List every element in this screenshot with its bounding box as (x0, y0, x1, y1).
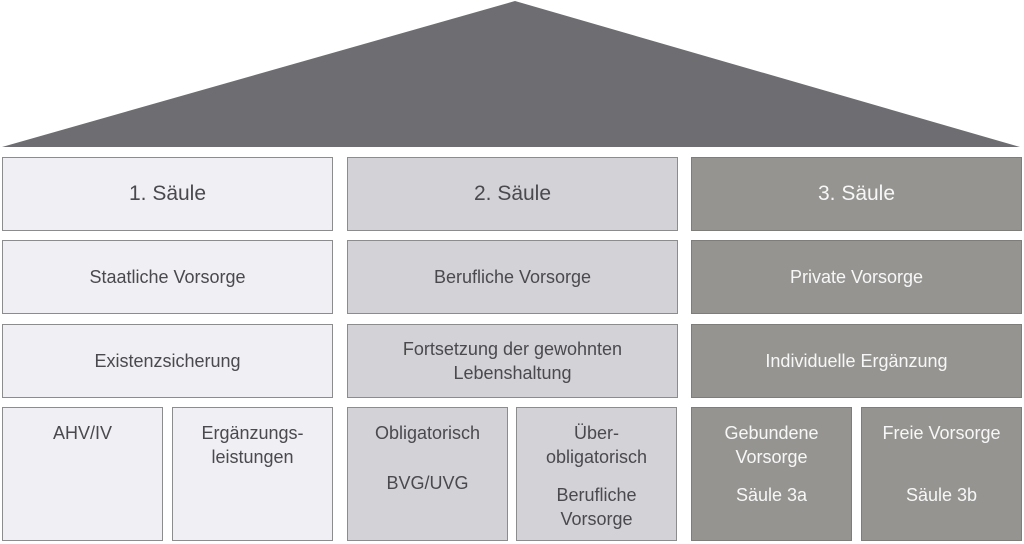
pillar-2-type-box: Berufliche Vorsorge (347, 240, 678, 314)
sub-box-label: Ergänzungs- (201, 423, 304, 443)
pillar-3-title-box: 3. Säule (691, 157, 1022, 231)
sub-box-label: Vorsorge (735, 447, 808, 467)
sub-box-detail: BVG/UVG (386, 473, 469, 493)
gebundene-vorsorge-box: Gebundene Vorsorge Säule 3a (691, 407, 852, 541)
sub-box-label: Freie Vorsorge (882, 423, 1001, 443)
pillar-2-title-box: 2. Säule (347, 157, 678, 231)
pillar-2-purpose-box: Fortsetzung der gewohnten Lebenshaltung (347, 324, 678, 398)
pillar-3-purpose-box: Individuelle Ergänzung (691, 324, 1022, 398)
sub-box-label: Über- (573, 423, 619, 443)
roof (2, 1, 1020, 147)
sub-box-label: Obligatorisch (374, 423, 481, 443)
freie-vorsorge-box: Freie Vorsorge Säule 3b (861, 407, 1022, 541)
sub-box-label: Gebundene (724, 423, 819, 443)
pillar-3-purpose-line: Individuelle Ergänzung (765, 351, 948, 371)
pillar-3-title: 3. Säule (817, 182, 896, 205)
sub-box-detail: Säule 3a (735, 485, 808, 505)
pillar-2-type: Berufliche Vorsorge (433, 267, 592, 287)
roof-triangle (2, 1, 1020, 147)
obligatorisch-box: Obligatorisch BVG/UVG (347, 407, 508, 541)
pillar-1-purpose-line: Existenzsicherung (94, 351, 241, 371)
ueberobligatorisch-box: Über- obligatorisch Berufliche Vorsorge (516, 407, 677, 541)
ahv-iv-box: AHV/IV (2, 407, 163, 541)
pillar-1-type: Staatliche Vorsorge (89, 267, 246, 287)
sub-box-detail: Berufliche (556, 485, 637, 505)
ergaenzungsleistungen-box: Ergänzungs- leistungen (172, 407, 333, 541)
sub-box-label: obligatorisch (545, 447, 648, 467)
pillar-2-title: 2. Säule (473, 182, 552, 205)
pillar-3-type-box: Private Vorsorge (691, 240, 1022, 314)
pillar-1-title-box: 1. Säule (2, 157, 333, 231)
sub-box-detail: Säule 3b (905, 485, 978, 505)
sub-box-label: AHV/IV (52, 423, 113, 443)
pillar-3-type: Private Vorsorge (789, 267, 924, 287)
sub-box-label: leistungen (211, 447, 294, 467)
pillar-2-purpose-line: Fortsetzung der gewohnten (402, 339, 623, 359)
pillar-1-type-box: Staatliche Vorsorge (2, 240, 333, 314)
sub-box-detail: Vorsorge (560, 509, 633, 529)
pillar-2-purpose-line: Lebenshaltung (453, 363, 572, 383)
pillar-1-purpose-box: Existenzsicherung (2, 324, 333, 398)
pillar-1-title: 1. Säule (128, 182, 207, 205)
